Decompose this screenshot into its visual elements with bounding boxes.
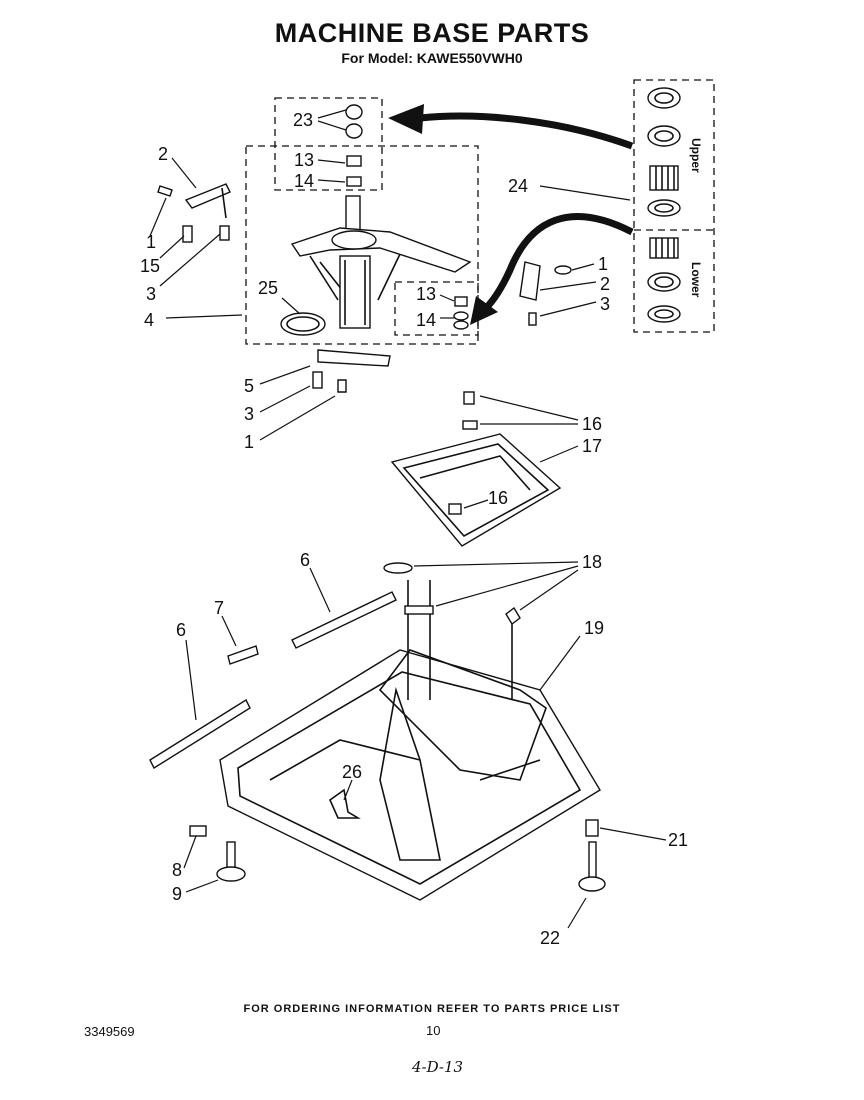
- brace-rails: [149, 591, 397, 770]
- snubber-tray: [390, 391, 562, 547]
- leg-left: [189, 825, 246, 882]
- callout-13-upper: 13: [294, 150, 314, 170]
- callout-1-left: 1: [146, 232, 156, 252]
- arrow-to-inner-box: [479, 213, 634, 315]
- model-subtitle: For Model: KAWE550VWH0: [341, 50, 523, 66]
- callout-9: 9: [172, 884, 182, 904]
- callout-17: 17: [582, 436, 602, 456]
- callout-13-inner: 13: [416, 284, 436, 304]
- callout-3-lower: 3: [244, 404, 254, 424]
- callout-1-lower: 1: [244, 432, 254, 452]
- cam-parts: [383, 562, 521, 626]
- callout-1-right: 1: [598, 254, 608, 274]
- dashed-box-transmission: [245, 145, 479, 345]
- leg-right: [578, 819, 606, 892]
- page-number: 10: [426, 1023, 441, 1038]
- transmission-assembly: [290, 195, 472, 329]
- arrow-head-lower: [470, 296, 498, 325]
- spring-26: [329, 788, 361, 819]
- callout-6-upper: 6: [300, 550, 310, 570]
- arrow-head-upper: [388, 104, 424, 134]
- leader-lines: [149, 109, 667, 929]
- callout-14-upper: 14: [294, 171, 314, 191]
- handwritten-code: 4-D-13: [412, 1058, 464, 1076]
- base-frame: [219, 580, 601, 901]
- dashed-box-cap-parts: [274, 97, 383, 191]
- callout-3-left: 3: [146, 284, 156, 304]
- inner-bearing-cups: [453, 296, 469, 330]
- callout-18: 18: [582, 552, 602, 572]
- callout-2-right: 2: [600, 274, 610, 294]
- callout-21: 21: [668, 830, 688, 850]
- callout-8: 8: [172, 860, 182, 880]
- document-number: 3349569: [84, 1024, 135, 1039]
- bearing-rings-lower: [647, 237, 681, 323]
- callout-15: 15: [140, 256, 160, 276]
- callout-16-lower: 16: [488, 488, 508, 508]
- ordering-note: FOR ORDERING INFORMATION REFER TO PARTS …: [243, 1003, 621, 1015]
- callout-26: 26: [342, 762, 362, 782]
- arrow-to-cap-box: [419, 112, 634, 150]
- callout-3-right: 3: [600, 294, 610, 314]
- callout-24: 24: [508, 176, 528, 196]
- callout-23: 23: [293, 110, 313, 130]
- callout-4: 4: [144, 310, 154, 330]
- cap-stack: [345, 104, 363, 187]
- callout-19: 19: [584, 618, 604, 638]
- page-title: MACHINE BASE PARTS: [274, 18, 590, 48]
- bearing-rings-upper: [647, 87, 681, 217]
- callout-7: 7: [214, 598, 224, 618]
- bearing-lower-label: Lower: [689, 262, 703, 298]
- lower-bracket-parts: [312, 349, 391, 393]
- dashed-box-bearing-kit: [633, 79, 715, 333]
- callout-2-left: 2: [158, 144, 168, 164]
- seal-ring-25: [280, 312, 326, 336]
- bearing-upper-label: Upper: [689, 138, 703, 173]
- clamp-right-parts: [519, 261, 572, 326]
- callout-16-upper: 16: [582, 414, 602, 434]
- callout-22: 22: [540, 928, 560, 948]
- callout-14-inner: 14: [416, 310, 436, 330]
- clamp-left-parts: [157, 183, 231, 243]
- callout-5: 5: [244, 376, 254, 396]
- callout-25: 25: [258, 278, 278, 298]
- callout-6-left: 6: [176, 620, 186, 640]
